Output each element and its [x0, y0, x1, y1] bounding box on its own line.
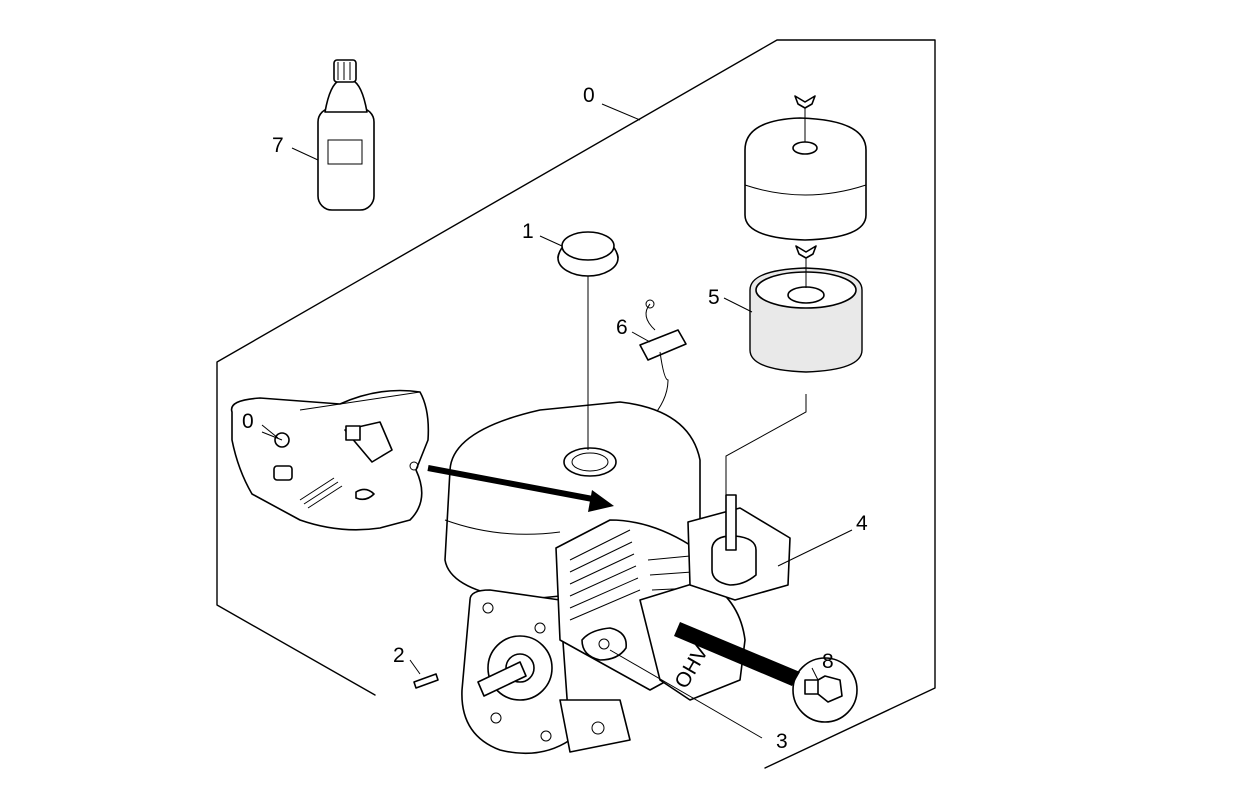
- callout-7: 7: [272, 134, 284, 157]
- leader-6: [631, 331, 651, 343]
- leader-0-top: [601, 103, 641, 121]
- callout-1: 1: [522, 220, 534, 243]
- leader-3: [609, 649, 763, 739]
- arrow-detail-to-engine: [427, 465, 614, 512]
- leader-4: [777, 529, 853, 567]
- callout-5: 5: [708, 286, 720, 309]
- detail-inset: [230, 389, 430, 531]
- leader-5: [723, 297, 753, 313]
- callout-6: 6: [616, 316, 628, 339]
- leader-5-mount: [725, 394, 807, 500]
- oil-bottle: [317, 59, 375, 211]
- callout-0-top: 0: [583, 84, 595, 107]
- leader-0-detail: [261, 424, 279, 439]
- leader-7: [291, 147, 319, 161]
- arrow-bolt-to-engine: [674, 622, 800, 686]
- callout-3: 3: [776, 730, 788, 753]
- callout-2: 2: [393, 644, 405, 667]
- spark-plug-cap: [639, 299, 687, 421]
- air-filter-cover: [744, 95, 867, 241]
- callout-0-detail: 0: [242, 410, 254, 433]
- callout-4: 4: [856, 512, 868, 535]
- callout-8: 8: [822, 650, 834, 673]
- engine: OHV: [444, 401, 791, 755]
- bolt-detail: [792, 657, 858, 723]
- leader-8: [811, 667, 819, 681]
- air-filter-element: [749, 245, 863, 373]
- leader-1: [539, 235, 563, 247]
- shaft-key: [413, 673, 439, 689]
- fuel-cap: [557, 231, 619, 277]
- kit-boundary: [216, 39, 936, 769]
- leader-2: [409, 659, 421, 675]
